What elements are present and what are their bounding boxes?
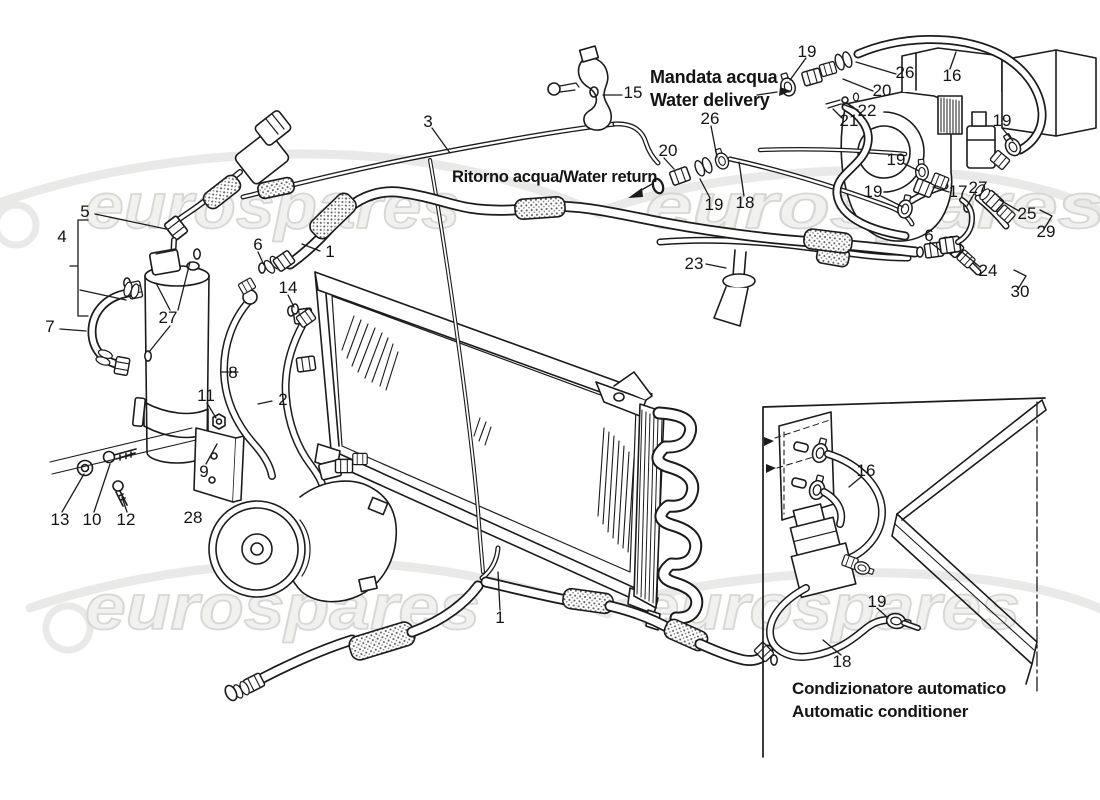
- fasteners-13-10-12: [49, 427, 197, 507]
- annotation-inset-caption-line2: Automatic conditioner: [792, 702, 969, 721]
- water-delivery-parts: [776, 34, 1047, 241]
- annotation-inset-caption-line1: Condizionatore automatico: [792, 679, 1007, 698]
- hose-1-bottom: [224, 545, 779, 702]
- receiver-drier: [123, 110, 292, 503]
- hose-7: [87, 280, 141, 377]
- watermark-text: eurospares: [85, 170, 460, 242]
- annotation-water-delivery-line1: Mandata acqua: [650, 67, 778, 87]
- annotation-water-delivery-line2: Water delivery: [650, 90, 770, 110]
- watermark-text: eurospares: [640, 571, 1020, 643]
- inset-box: [762, 397, 1047, 758]
- pipe-3: [240, 121, 661, 574]
- clip-15: [547, 45, 613, 131]
- annotation-water-delivery: Mandata acqua Water delivery: [650, 66, 778, 112]
- annotation-water-return: Ritorno acqua/Water return: [452, 168, 658, 186]
- hose-2: [281, 303, 326, 488]
- hose-1-top: [257, 186, 975, 276]
- annotation-inset-caption: Condizionatore automatico Automatic cond…: [792, 677, 1006, 723]
- compressor: [208, 452, 398, 603]
- leader-lines: [59, 51, 1020, 656]
- hose-8: [220, 276, 276, 480]
